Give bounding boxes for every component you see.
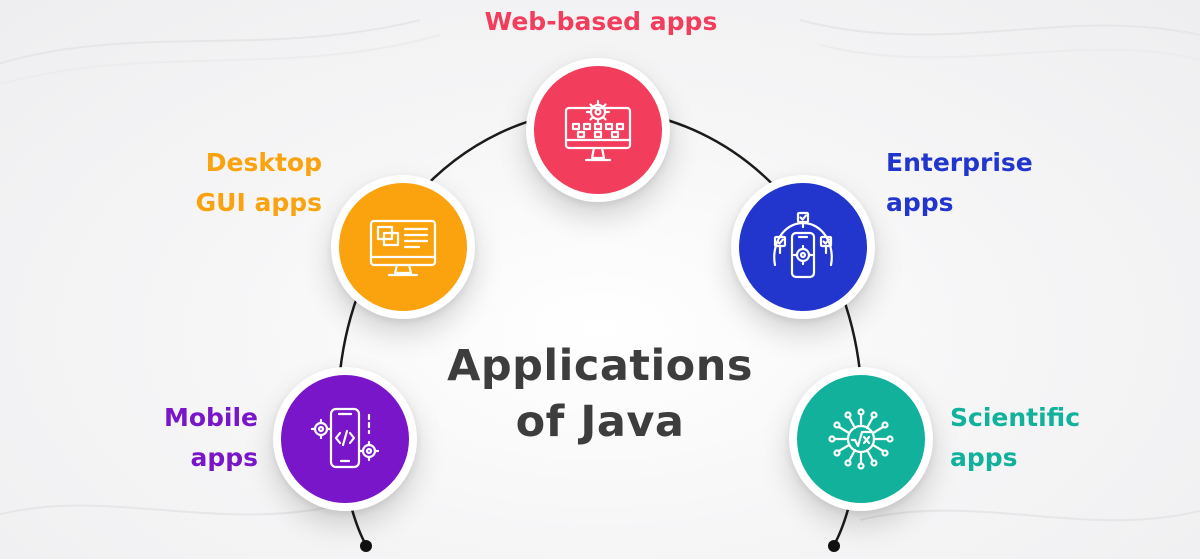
arc-endpoint-right bbox=[828, 540, 840, 552]
mobile-apps-node bbox=[273, 367, 417, 511]
desktop-gui-apps-node bbox=[331, 175, 475, 319]
arc-endpoint-left bbox=[360, 540, 372, 552]
desktop-window-icon bbox=[369, 219, 437, 277]
phone-gear-checklist-icon bbox=[773, 211, 833, 279]
enterprise-label-line2: apps bbox=[886, 188, 954, 217]
monitor-gear-icon bbox=[564, 99, 632, 162]
desktop-gui-apps-label: Desktop GUI apps bbox=[170, 143, 322, 223]
web-apps-node bbox=[526, 58, 670, 202]
desktop-label-line2: GUI apps bbox=[195, 188, 322, 217]
enterprise-apps-label: Enterprise apps bbox=[886, 143, 1033, 223]
title-line2: of Java bbox=[515, 397, 685, 447]
enterprise-apps-node bbox=[731, 175, 875, 319]
scientific-label-line1: Scientific bbox=[950, 403, 1081, 432]
web-apps-label-text: Web-based apps bbox=[484, 7, 718, 36]
scientific-apps-node bbox=[789, 367, 933, 511]
scientific-apps-label: Scientific apps bbox=[950, 398, 1080, 478]
web-apps-label: Web-based apps bbox=[476, 2, 726, 42]
sqrt-circuit-icon bbox=[828, 408, 894, 470]
scientific-label-line2: apps bbox=[950, 443, 1018, 472]
phone-code-icon bbox=[310, 407, 380, 469]
enterprise-label-line1: Enterprise bbox=[886, 148, 1033, 177]
mobile-apps-label: Mobile apps bbox=[140, 398, 258, 478]
desktop-label-line1: Desktop bbox=[205, 148, 322, 177]
mobile-label-line2: apps bbox=[190, 443, 258, 472]
title-line1: Applications bbox=[447, 341, 753, 391]
mobile-label-line1: Mobile bbox=[163, 403, 258, 432]
diagram-title: Applications of Java bbox=[420, 338, 780, 450]
